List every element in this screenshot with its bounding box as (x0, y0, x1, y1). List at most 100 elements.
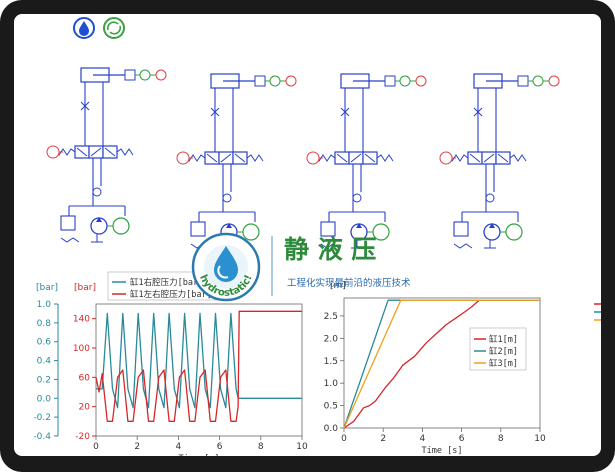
valve-spring (246, 154, 264, 162)
right-tick-label: -20 (75, 432, 90, 442)
pipe (198, 212, 256, 222)
legend: 缸1[m]缸2[m]缸3[m] (469, 327, 527, 371)
sensor-icon (139, 69, 151, 81)
left-tick-label: 0.2 (37, 375, 51, 385)
valve-arrows (469, 153, 509, 163)
y-axis-label: [m] (330, 281, 346, 291)
gauge (92, 187, 102, 197)
pressure-chart: -0.4-0.20.00.20.40.60.81.0[bar]-20206010… (33, 271, 308, 456)
motor-icon (372, 223, 390, 241)
tank (60, 237, 80, 243)
left-tick-label: 0.6 (37, 338, 52, 348)
pump-arrow (489, 223, 495, 228)
relief-valve (190, 221, 206, 237)
gauge (352, 193, 362, 203)
check-valve (210, 107, 220, 117)
right-tick-label: 140 (73, 315, 90, 325)
series-line-2 (95, 310, 302, 422)
check-valve (80, 101, 90, 111)
recycle-icon[interactable] (103, 17, 125, 39)
tank (453, 243, 473, 249)
pipe (352, 164, 362, 212)
legend: 缸1右腔压力[bar]缸1左右腔压力[bar] (107, 271, 235, 301)
sensor-icon (532, 75, 544, 87)
pipe (485, 164, 495, 212)
hydraulic-circuit-4 (439, 73, 560, 249)
x-tick-label: 8 (498, 434, 504, 444)
left-tick-label: -0.2 (33, 413, 51, 423)
relief-valve (320, 221, 336, 237)
signal-icon (548, 75, 560, 87)
relief-valve (453, 221, 469, 237)
y-tick-label: 0.5 (324, 402, 338, 412)
tank (221, 240, 233, 249)
y-tick-label: 1.5 (324, 357, 338, 367)
hydraulic-circuit-2 (176, 73, 297, 249)
right-axis-unit: [bar] (74, 283, 96, 293)
signal-icon (306, 151, 320, 165)
valve-arrows (336, 153, 376, 163)
x-tick-label: 2 (380, 434, 386, 444)
mass-block (254, 75, 266, 87)
legend-label: 缸1右腔压力[bar] (130, 277, 203, 288)
x-tick-label: 6 (217, 442, 223, 452)
motor-icon (242, 223, 260, 241)
y-tick-label: 2.0 (324, 334, 339, 344)
x-tick-label: 10 (296, 442, 308, 452)
x-tick-label: 4 (420, 434, 426, 444)
signal-icon (46, 145, 60, 159)
signal-icon (439, 151, 453, 165)
valve-arrows (76, 147, 116, 157)
mass-block (517, 75, 529, 87)
pipe (214, 88, 234, 152)
valve-spring (116, 148, 134, 156)
signal-icon (155, 69, 167, 81)
valve-spring (509, 154, 527, 162)
pipe (344, 88, 364, 152)
hydraulic-circuit-3 (306, 73, 427, 249)
pipe (477, 88, 497, 152)
pipe (68, 206, 126, 216)
y-tick-label: 0.0 (324, 424, 339, 434)
left-axis-unit: [bar] (36, 283, 58, 293)
signal-icon (415, 75, 427, 87)
right-tick-label: 100 (73, 344, 90, 354)
motor-icon (505, 223, 523, 241)
tank (190, 243, 210, 249)
pipe (328, 212, 386, 222)
pipe (84, 82, 104, 146)
left-tick-label: 1.0 (37, 300, 52, 310)
left-tick-label: 0.0 (37, 394, 52, 404)
gauge (222, 193, 232, 203)
right-tick-label: 60 (79, 373, 91, 383)
hydraulic-schematic (46, 17, 560, 249)
x-tick-label: 0 (341, 434, 347, 444)
y-tick-label: 2.5 (324, 312, 338, 322)
x-tick-label: 0 (93, 442, 99, 452)
tank (320, 243, 340, 249)
hydraulic-circuit-1 (46, 67, 167, 243)
pump-arrow (356, 223, 362, 228)
x-axis-label: Time [s] (179, 454, 220, 456)
legend-label: 缸2[m] (489, 346, 518, 357)
signal-icon (285, 75, 297, 87)
tank (351, 240, 363, 249)
legend-label: 缸3[m] (489, 358, 518, 369)
sensor-icon (399, 75, 411, 87)
series-line-1 (96, 312, 302, 409)
series-line-3 (343, 299, 540, 429)
pump-arrow (96, 217, 102, 222)
motor-icon (112, 217, 130, 235)
legend-label: 缸1[m] (489, 334, 518, 345)
check-valve (340, 107, 350, 117)
water-drop-icon[interactable] (73, 17, 95, 39)
x-tick-label: 8 (258, 442, 264, 452)
valve-arrows (206, 153, 246, 163)
pump-arrow (226, 223, 232, 228)
x-tick-label: 4 (176, 442, 182, 452)
x-axis-label: Time [s] (422, 446, 463, 456)
valve-spring (376, 154, 394, 162)
tank (91, 234, 103, 243)
